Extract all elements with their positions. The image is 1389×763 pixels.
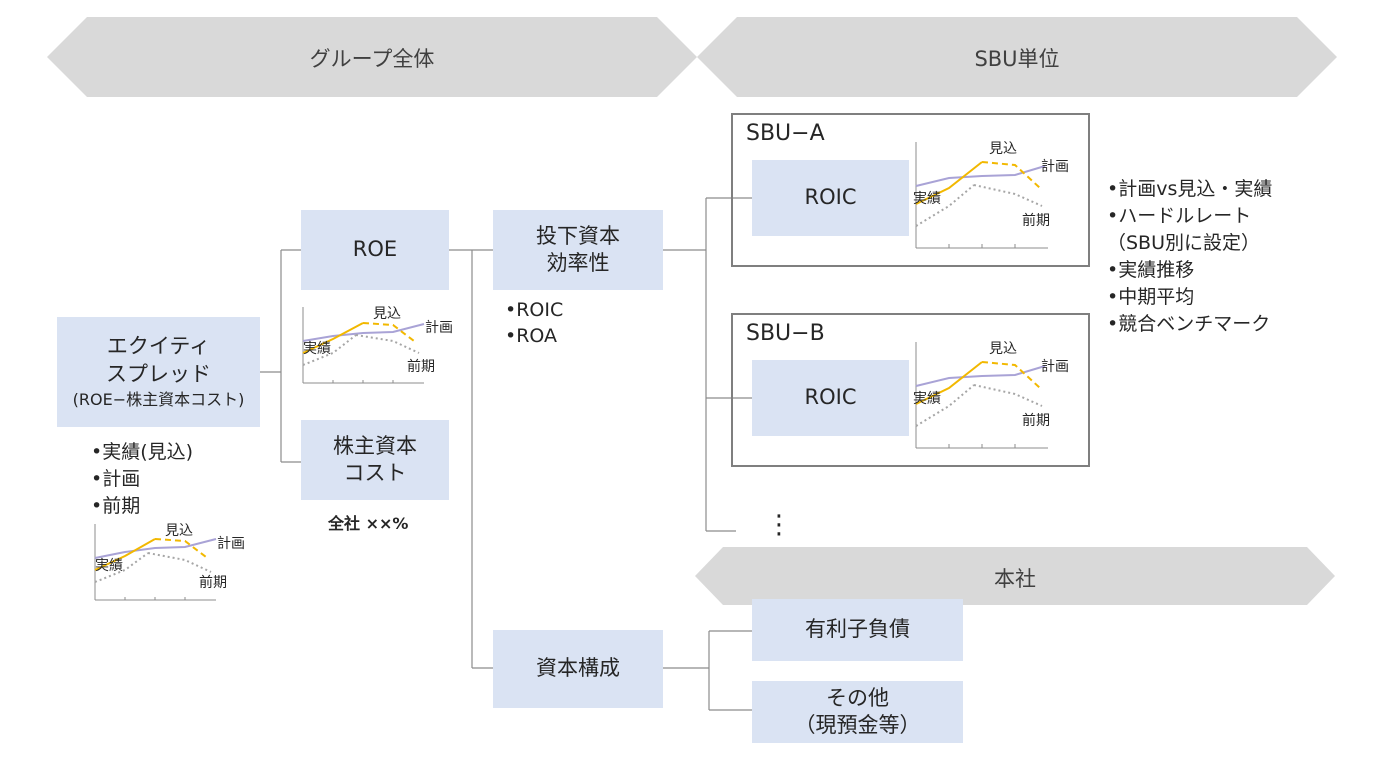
- sbu-metrics-list: •計画vs見込・実績 •ハードルレート （SBU別に設定） •実績推移 •中期平…: [1107, 176, 1272, 338]
- cost-of-equity-line2: コスト: [343, 461, 407, 485]
- mini-label-forecast: 見込: [165, 523, 193, 539]
- capital-efficiency-line2: 効率性: [546, 251, 610, 275]
- group-banner-arrow: [47, 17, 697, 97]
- hq-banner-label: 本社: [994, 567, 1036, 591]
- sbu-banner-arrow: [697, 17, 1337, 97]
- list-item: •中期平均: [1107, 286, 1195, 308]
- interest-bearing-debt-box: 有利子負債: [752, 599, 963, 661]
- list-item: •ROIC: [505, 299, 564, 321]
- list-item: •実績推移: [1107, 259, 1195, 281]
- sbu-a-frame: [731, 113, 1090, 267]
- mini-label-forecast: 見込: [989, 141, 1017, 157]
- list-item: •ROA: [505, 325, 558, 347]
- capital-efficiency-list: •ROIC •ROA: [505, 297, 563, 349]
- sbu-a-roic-box: ROIC: [752, 160, 909, 236]
- list-item: （SBU別に設定）: [1107, 232, 1261, 254]
- equity-spread-formula: (ROE−株主資本コスト): [72, 389, 245, 409]
- mini-label-forecast: 見込: [373, 306, 401, 322]
- equity-spread-box: エクイティ スプレッド (ROE−株主資本コスト): [57, 317, 260, 427]
- mini-label-forecast: 見込: [989, 341, 1017, 357]
- mini-label-plan: 計画: [1041, 159, 1069, 175]
- mini-label-actual: 実績: [303, 341, 331, 357]
- list-item: •計画vs見込・実績: [1107, 178, 1273, 200]
- roe-label: ROE: [352, 237, 398, 262]
- capital-structure-label: 資本構成: [536, 656, 620, 681]
- mini-label-plan: 計画: [1041, 359, 1069, 375]
- sbu-b-frame: [731, 313, 1090, 467]
- list-item: •計画: [91, 468, 141, 490]
- mini-chart-roe: 実績 見込 計画 前期: [294, 303, 454, 391]
- other-assets-box: その他 （現預金等）: [752, 681, 963, 743]
- equity-spread-line2: スプレッド: [106, 361, 211, 386]
- list-item: •実績(見込): [91, 441, 194, 463]
- capital-efficiency-box: 投下資本 効率性: [493, 210, 663, 290]
- mini-chart-sbu-b: 実績 見込 計画 前期: [910, 336, 1075, 454]
- mini-label-plan: 計画: [217, 536, 245, 552]
- mini-label-plan: 計画: [425, 320, 453, 336]
- other-assets-line2: （現預金等）: [794, 713, 921, 737]
- more-sbu-indicator: ⋮: [766, 510, 792, 540]
- capital-efficiency-line1: 投下資本: [536, 223, 620, 248]
- sbu-b-roic-box: ROIC: [752, 360, 909, 436]
- group-banner-label: グループ全体: [309, 47, 435, 71]
- mini-chart-graphic: [302, 307, 425, 384]
- sbu-a-roic-label: ROIC: [804, 185, 857, 210]
- mini-label-previous: 前期: [199, 575, 227, 591]
- sbu-b-roic-label: ROIC: [804, 385, 857, 410]
- list-item: •前期: [91, 495, 141, 517]
- capital-structure-box: 資本構成: [493, 630, 663, 708]
- mini-label-actual: 実績: [913, 391, 941, 407]
- mini-label-previous: 前期: [1022, 413, 1050, 429]
- connector-lines: [260, 197, 752, 711]
- sbu-banner-label: SBU単位: [974, 47, 1060, 71]
- mini-chart-graphic: [915, 342, 1048, 449]
- equity-spread-line1: エクイティ: [106, 334, 211, 359]
- other-assets-line1: その他: [826, 685, 889, 710]
- cost-of-equity-line1: 株主資本: [333, 433, 417, 458]
- list-item: •ハードルレート: [1107, 205, 1252, 227]
- mini-chart-graphic: [915, 142, 1048, 249]
- mini-chart-sbu-a: 実績 見込 計画 前期: [910, 136, 1075, 254]
- sbu-b-label: SBU−B: [746, 321, 825, 346]
- cost-of-equity-value: 全社 ××%: [328, 514, 409, 533]
- mini-label-actual: 実績: [913, 191, 941, 207]
- mini-chart-graphic: [94, 524, 217, 601]
- mini-label-previous: 前期: [1022, 213, 1050, 229]
- mini-chart-equity-spread: 実績 見込 計画 前期: [88, 520, 248, 608]
- sbu-a-label: SBU−A: [746, 121, 825, 146]
- roe-box: ROE: [301, 210, 449, 290]
- list-item: •競合ベンチマーク: [1107, 313, 1271, 335]
- cost-of-equity-box: 株主資本 コスト: [301, 420, 449, 500]
- hq-banner-arrow: [695, 547, 1335, 605]
- mini-label-actual: 実績: [95, 558, 123, 574]
- mini-label-previous: 前期: [407, 359, 435, 375]
- interest-bearing-debt-label: 有利子負債: [805, 617, 910, 642]
- equity-spread-list: •実績(見込) •計画 •前期: [91, 439, 193, 520]
